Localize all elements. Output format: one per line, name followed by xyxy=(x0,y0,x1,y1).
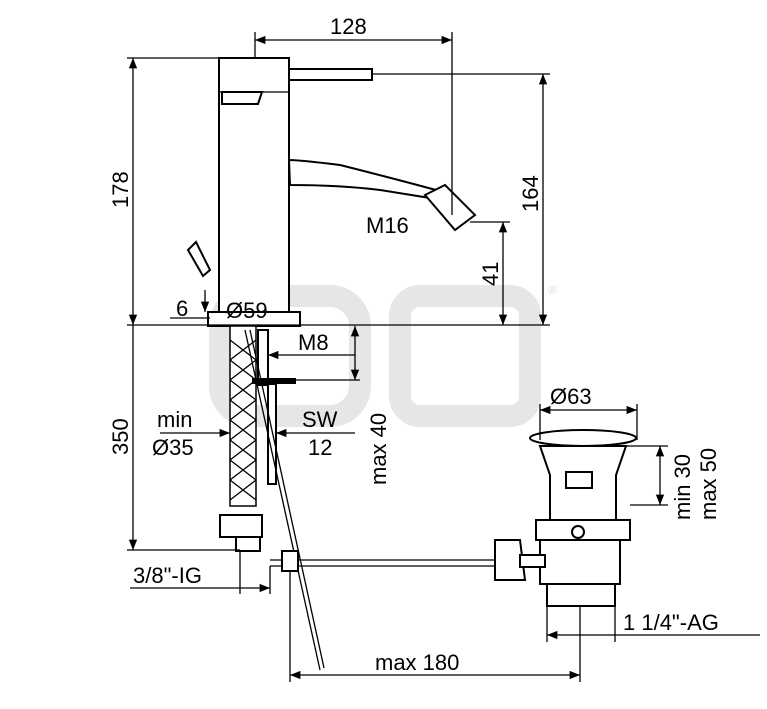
faucet-body xyxy=(207,57,477,327)
dim-min-diameter: Ø35 xyxy=(152,435,194,460)
dim-drain-diameter: Ø63 xyxy=(550,384,592,409)
dim-178: 178 xyxy=(108,171,133,208)
dim-m8: M8 xyxy=(298,330,329,355)
dim-6: 6 xyxy=(176,296,188,321)
dim-drain-max: max 50 xyxy=(696,448,721,520)
dim-max-180: max 180 xyxy=(375,650,459,675)
dim-max-40: max 40 xyxy=(366,413,391,485)
dim-350: 350 xyxy=(108,418,133,455)
dim-128: 128 xyxy=(330,14,367,39)
dim-drain-thread: 1 1/4"-AG xyxy=(623,610,719,635)
dimension-lines xyxy=(127,32,760,682)
svg-text:®: ® xyxy=(548,283,557,297)
dim-sw-value: 12 xyxy=(308,435,332,460)
dim-m16: M16 xyxy=(366,213,409,238)
dim-base-diameter: Ø59 xyxy=(226,298,268,323)
dim-41: 41 xyxy=(478,262,503,286)
mounting-hoses xyxy=(186,240,325,671)
dim-hose-connection: 3/8"-IG xyxy=(133,563,202,588)
dim-sw-label: SW xyxy=(302,407,338,432)
drain-assembly xyxy=(270,429,637,607)
dim-min-label: min xyxy=(157,407,192,432)
dimension-labels: 128 178 164 M16 41 6 Ø59 M8 350 min Ø35 … xyxy=(108,14,721,675)
dim-drain-min: min 30 xyxy=(670,454,695,520)
dim-164: 164 xyxy=(518,175,543,212)
